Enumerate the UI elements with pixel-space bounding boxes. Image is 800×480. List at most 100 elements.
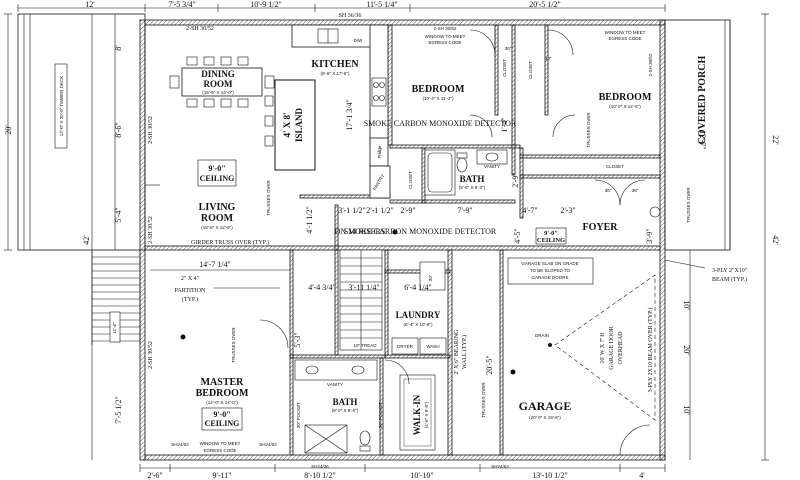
stairs-dim-a: 4'-4 3/4" [308, 283, 336, 292]
master-toilet-icon [359, 430, 371, 446]
living-dim-f: 4'-7" [522, 206, 537, 215]
closet-foyer-label: CLOSET [606, 164, 624, 169]
foyer-ceiling-1: 9'-0" [544, 230, 558, 237]
dim-right-5: 12'-7" [698, 130, 707, 149]
garage-note-3: GARAGE DOORS [531, 275, 568, 280]
closet1-label: CLOSET [502, 59, 507, 77]
master-dim: 5'-3" [293, 332, 302, 347]
living-dim-b: 3'-1 1/2" [338, 206, 366, 215]
living-trusses: TRUSSES OVER [266, 180, 271, 216]
exterior-walls [139, 19, 666, 461]
living-room: 9'-0" CEILING LIVING ROOM (18'-6" X 12'-… [145, 159, 576, 246]
timber-deck-label: 12'-0" X 20'-0" TIMBER DECK [59, 76, 64, 136]
closet3-label: CLOSET [408, 171, 413, 189]
deck-stairs: 11'-6" [91, 250, 141, 345]
interior-walls [144, 24, 661, 456]
vanity1-label: VANITY [484, 164, 500, 169]
pocket2-label: 36" POCKET [378, 402, 383, 429]
right-beam-note: 3-PLY 2"X10" BEAM (TYP.) [664, 259, 748, 283]
tread-label: 10" TREAD [353, 343, 377, 348]
island-line2: ISLAND [294, 107, 304, 142]
kitchen: SH 36/36 D/W Fridge 4' X 8' ISLAND KITCH… [264, 13, 391, 199]
dim-left-2: 8'-6" [114, 122, 123, 137]
garage-door-2: GARAGE DOOR [609, 326, 615, 370]
bedroom-2: 2-SH 30/52 WINDOW TO MEET EGRESS CODE BE… [364, 26, 517, 138]
living-side-window: 2-SH 30/52 [148, 216, 154, 244]
dim-left-3: 42' [82, 235, 91, 245]
closet2-label: CLOSET [528, 61, 533, 79]
dim-bottom-1: 9'-11" [212, 471, 231, 480]
garage-beam: 3-PLY 2X10 BEAM OVER (TYP.) [647, 308, 654, 393]
stove-icon [371, 77, 387, 107]
dim-right-0: 22' [771, 135, 780, 145]
walk-in-closet: WALK-IN (4'-6" X 8'-0") [384, 359, 436, 451]
vanity-upper [476, 149, 508, 165]
master-side-window: 2-SH 30/52 [148, 341, 154, 369]
beam-right-2: BEAM (TYP.) [712, 276, 747, 283]
bed3-egress-1: WINDOW TO MEET [605, 30, 646, 35]
foyer-dim-a: 4'-5" [513, 228, 522, 243]
girder-label: GIRDER TRUSS OVER (TYP.) [191, 239, 269, 246]
bath-upper-size: (5'-6" X 9'-3") [459, 185, 486, 190]
master-ceiling-2: CEILING [205, 419, 240, 428]
sh-bottom-2: SH24/52 [259, 442, 277, 447]
right-dimension-lines: 22' 42' 10' 20' 10' 12'-7" [682, 13, 780, 461]
dim-bottom-3: 10'-10" [410, 471, 433, 480]
dim-bottom-4: 13'-10 1/2" [532, 471, 568, 480]
living-dim-c: 2'-1 1/2" [366, 206, 394, 215]
bed3-trusses: TRUSSES OVER [586, 112, 591, 148]
master-bath: VANITY 30" POCKET 36" POCKET BATH (8'-0"… [294, 359, 383, 469]
closet1-door: 36" [505, 46, 512, 51]
dining-name-2: ROOM [204, 79, 234, 89]
bed2-egress-2: EGRESS CODE [428, 40, 461, 45]
master-name-2: BEDROOM [196, 388, 249, 399]
vanity2-label: VANITY [327, 382, 343, 387]
island-line1: 4' X 8' [282, 112, 292, 137]
bedroom2-name: BEDROOM [412, 84, 465, 95]
sh-bottom-1: SH24/52 [171, 442, 189, 447]
bath-dim: 2'-9" [511, 172, 520, 187]
timber-deck: 12'-0" X 20'-0" TIMBER DECK 11'-6" [17, 13, 146, 345]
partition-3: (TYP.) [182, 296, 198, 303]
dim-bottom-0: 2'-6" [147, 471, 162, 480]
bed2-window-tag: 2-SH 30/52 [434, 26, 457, 31]
dim-bottom-2: 8'-10 1/2" [304, 471, 336, 480]
foyer-door-2: 36" [632, 188, 639, 193]
laundry-dim: 6'-4 1/4" [404, 283, 432, 292]
garage-name: GARAGE [519, 399, 572, 413]
laundry-name: LAUNDRY [396, 310, 441, 320]
laundry-size: (6'-4" X 10'-8") [404, 322, 433, 327]
dining-room: 2-SH 30/52 DINING ROOM (15'-6" X 13'-0")… [148, 26, 275, 144]
dining-table [181, 67, 263, 97]
dining-name-1: DINING [201, 69, 235, 79]
bed3-egress-2: EGRESS CODE [608, 36, 641, 41]
master-ceiling-1: 9'-0" [213, 410, 230, 419]
living-dim-e: 7'-9" [457, 206, 472, 215]
living-ceiling-1: 9'-0" [208, 164, 225, 173]
bed2-dim: 1'-4" [500, 117, 509, 132]
foyer-name: FOYER [583, 222, 619, 233]
dim-bottom-5: 4' [639, 471, 645, 480]
garage-note-1: GARAGE SLAB ON GRADE [521, 261, 578, 266]
garage-door-3: OVERHEAD [618, 331, 624, 365]
dim-top-0: 12' [85, 0, 95, 9]
partition-1: 2" X 4" [181, 276, 200, 282]
bed2-smoke: SMOKE CARBON MONOXIDE DETECTOR [364, 119, 517, 128]
dining-size: (15'-6" X 13'-0") [202, 90, 234, 95]
garage-note-2: TO BE SLOPED TO [530, 268, 571, 273]
dim-right-1: 42' [771, 235, 780, 245]
dim-right-3: 20' [682, 345, 691, 355]
bed3-window-tag: 2-SH 30/52 [648, 53, 653, 76]
covered-porch-label: COVERED PORCH [697, 55, 708, 144]
pantry [369, 165, 391, 199]
foyer: CLOSET 36" 36" FOYER 9'-0" CEILING 4'-5"… [513, 164, 661, 245]
interior-stairs: 10" TREAD 4'-4 3/4" 3'-11 1/4" [308, 249, 383, 351]
dining-chairs [169, 56, 275, 108]
walkin-size: (4'-6" X 8'-0") [424, 401, 429, 428]
bottom-dimension-line: 2'-6" 9'-11" 8'-10 1/2" 10'-10" 13'-10 1… [139, 464, 666, 480]
dining-window-tag: 2-SH 30/52 [186, 26, 214, 32]
bedroom3-name: BEDROOM [599, 92, 652, 103]
stairs-dim-b: 3'-11 1/4" [348, 283, 379, 292]
foyer-ceiling-2: CEILING [537, 237, 565, 244]
